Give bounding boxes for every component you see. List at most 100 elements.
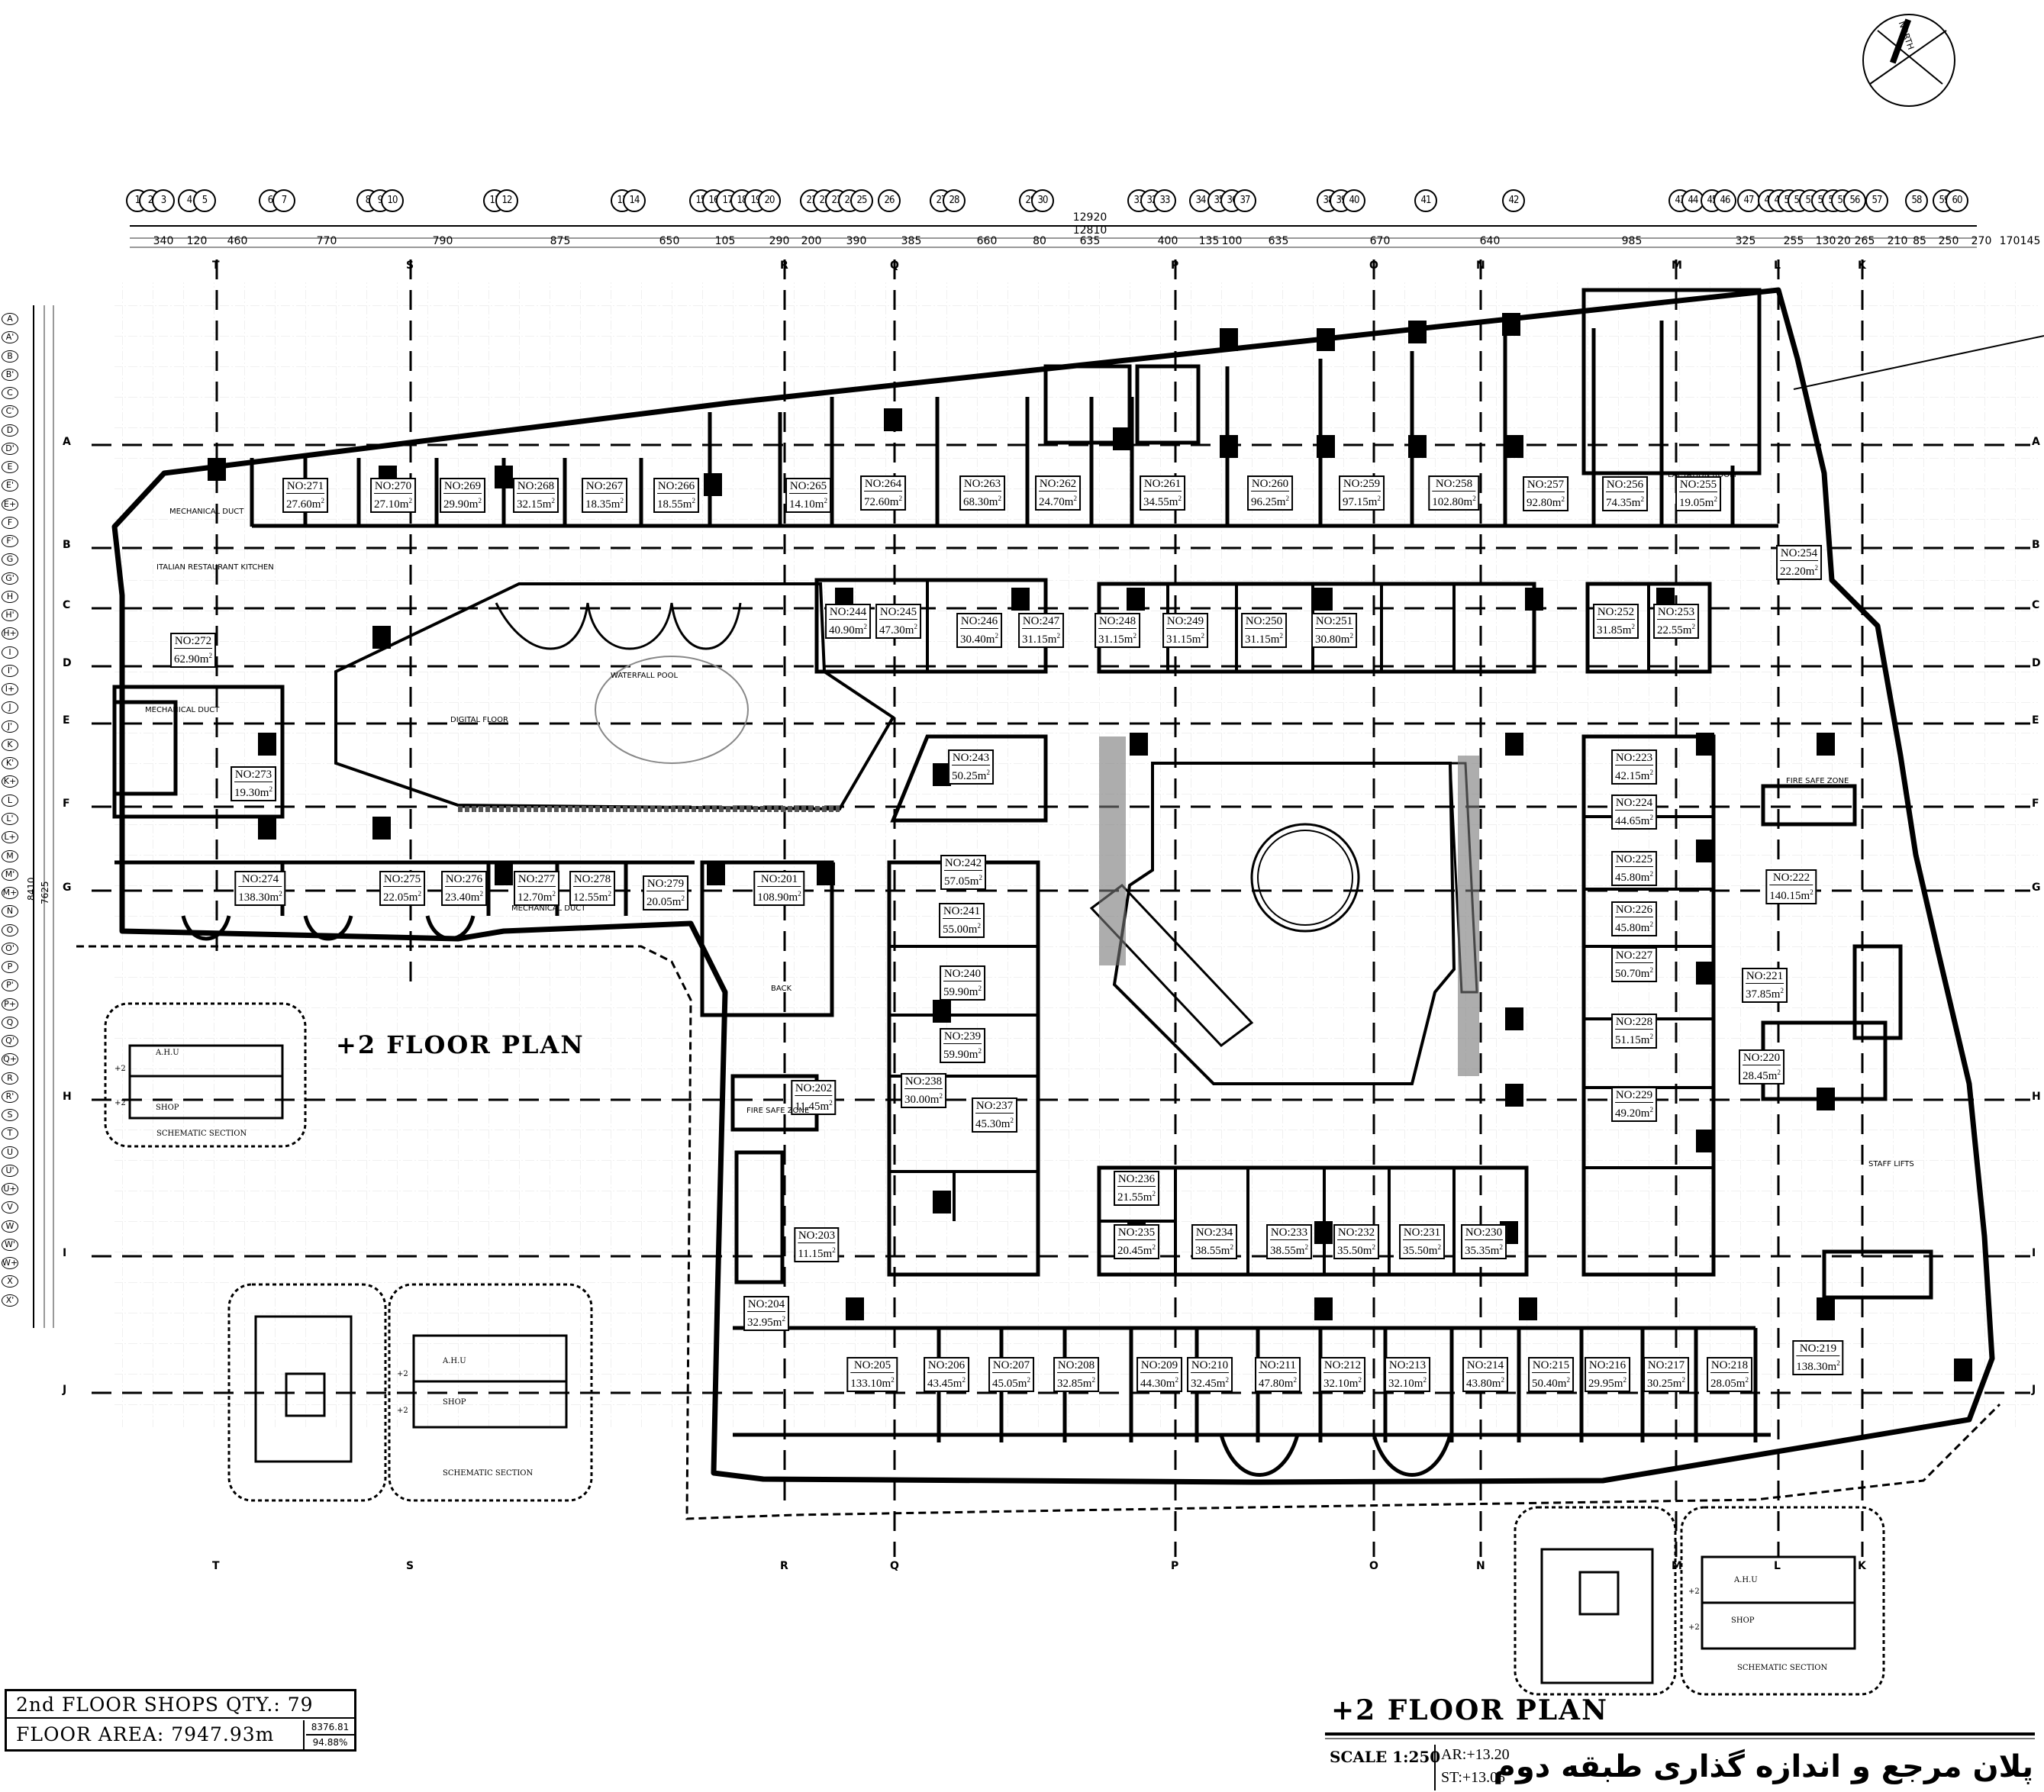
area-unit: m2 <box>1640 1033 1653 1046</box>
shop-area: 22.20m2 <box>1780 561 1818 579</box>
grid-column-30: 30 <box>1031 189 1054 212</box>
column-dimension: 120 <box>186 235 208 247</box>
shop-area: 30.00m2 <box>904 1089 943 1107</box>
column-dimension: 105 <box>714 235 736 247</box>
shop-number: NO:243 <box>952 752 990 765</box>
shop-area: 32.10m2 <box>1388 1373 1427 1391</box>
shop-area-value: 34.55 <box>1143 496 1169 508</box>
shop-area-value: 32.45 <box>1191 1378 1217 1390</box>
grid-row-Gp: G' <box>2 572 18 585</box>
area-unit: m2 <box>814 497 827 511</box>
shop-area-value: 32.10 <box>1388 1378 1414 1390</box>
inset3-plus2: +2 <box>1688 1587 1700 1596</box>
area-unit: m2 <box>1143 1190 1156 1204</box>
shop-area: 74.35m2 <box>1606 492 1644 510</box>
shop-number: NO:242 <box>944 857 982 871</box>
shop-number: NO:204 <box>747 1298 785 1312</box>
floor-area: FLOOR AREA: 7947.93m <box>7 1720 305 1749</box>
shop-area-value: 32.15 <box>517 498 543 511</box>
area-unit: m2 <box>1640 814 1653 827</box>
column-dimension: 640 <box>1479 235 1501 247</box>
shop-number: NO:202 <box>795 1082 833 1096</box>
column-dimension: 985 <box>1621 235 1643 247</box>
column-dimension: 390 <box>846 235 867 247</box>
drawing-title: +2 FLOOR PLAN <box>1331 1694 1609 1726</box>
shop-area-value: 51.15 <box>1615 1034 1641 1046</box>
axis-mark-left-H: H <box>63 1091 72 1103</box>
axis-mark-left-G: G <box>63 881 72 894</box>
shop-area: 47.30m2 <box>879 620 917 637</box>
shop-area: 20.45m2 <box>1117 1240 1156 1258</box>
grid-row-Wp: W+ <box>2 1257 18 1270</box>
shop-number: NO:259 <box>1343 478 1381 492</box>
column-dimension: 255 <box>1783 235 1804 247</box>
area-unit: m2 <box>1349 1376 1362 1390</box>
shop-number: NO:269 <box>443 480 482 494</box>
shop-area-value: 21.55 <box>1117 1191 1143 1204</box>
axis-mark-right-J: J <box>2032 1384 2036 1396</box>
shop-area: 140.15m2 <box>1769 885 1813 903</box>
column-dimension: 20 <box>1837 235 1851 247</box>
column-dimension: 325 <box>1735 235 1756 247</box>
shop-area: 37.85m2 <box>1746 984 1784 1001</box>
shop-area: 30.40m2 <box>960 629 998 646</box>
shop-number: NO:274 <box>238 872 282 887</box>
grid-row-Jp: J' <box>2 720 18 733</box>
area-unit: m2 <box>1640 966 1653 980</box>
note-italian-kitchen: ITALIAN RESTAURANT KITCHEN <box>156 563 274 572</box>
shop-area-value: 38.55 <box>1270 1245 1296 1257</box>
shop-area-value: 27.10 <box>374 498 400 511</box>
axis-mark-right-I: I <box>2032 1247 2036 1259</box>
shop-area: 57.05m2 <box>944 871 982 888</box>
area-unit: m2 <box>543 890 556 904</box>
shop-number: NO:201 <box>757 872 801 887</box>
area-unit: m2 <box>1124 632 1136 646</box>
area-unit: m2 <box>1640 1106 1653 1120</box>
shop-number: NO:216 <box>1588 1359 1626 1373</box>
grid-row-A: A <box>2 313 18 325</box>
shop-area-value: 22.05 <box>383 891 409 904</box>
area-unit: m2 <box>1640 769 1653 782</box>
inset3-ahu: A.H.U <box>1734 1576 1758 1584</box>
shop-number: NO:225 <box>1615 853 1653 867</box>
note-staff-lifts: STAFF LIFTS <box>1868 1160 1914 1168</box>
shop-number: NO:256 <box>1606 479 1644 492</box>
shop-area: 72.60m2 <box>864 492 902 509</box>
shop-area: 133.10m2 <box>850 1373 894 1391</box>
area-unit: m2 <box>470 890 483 904</box>
grid-row-E: E <box>2 461 18 474</box>
shop-number: NO:239 <box>943 1030 982 1044</box>
column-dimension: 635 <box>1268 235 1289 247</box>
shop-number: NO:208 <box>1057 1359 1095 1373</box>
axis-mark-top-O: O <box>1369 259 1378 272</box>
axis-mark-right-F: F <box>2032 798 2039 810</box>
shop-area-value: 47.80 <box>1259 1378 1285 1390</box>
column-dimension: 660 <box>976 235 998 247</box>
axis-mark-right-B: B <box>2032 539 2040 551</box>
grid-row-B: B <box>2 350 18 363</box>
column-dimension: 790 <box>432 235 453 247</box>
shop-number: NO:234 <box>1195 1226 1233 1240</box>
axis-mark-bottom-Q: Q <box>890 1560 899 1572</box>
shop-area-value: 55.00 <box>943 923 969 936</box>
column-dimension: 270 <box>1971 235 1992 247</box>
shop-area-value: 32.95 <box>747 1317 773 1329</box>
grid-row-Q: Q <box>2 1016 18 1029</box>
area-unit: m2 <box>1047 632 1060 646</box>
shop-area: 44.65m2 <box>1615 811 1653 828</box>
north-arrow <box>1862 14 1955 107</box>
